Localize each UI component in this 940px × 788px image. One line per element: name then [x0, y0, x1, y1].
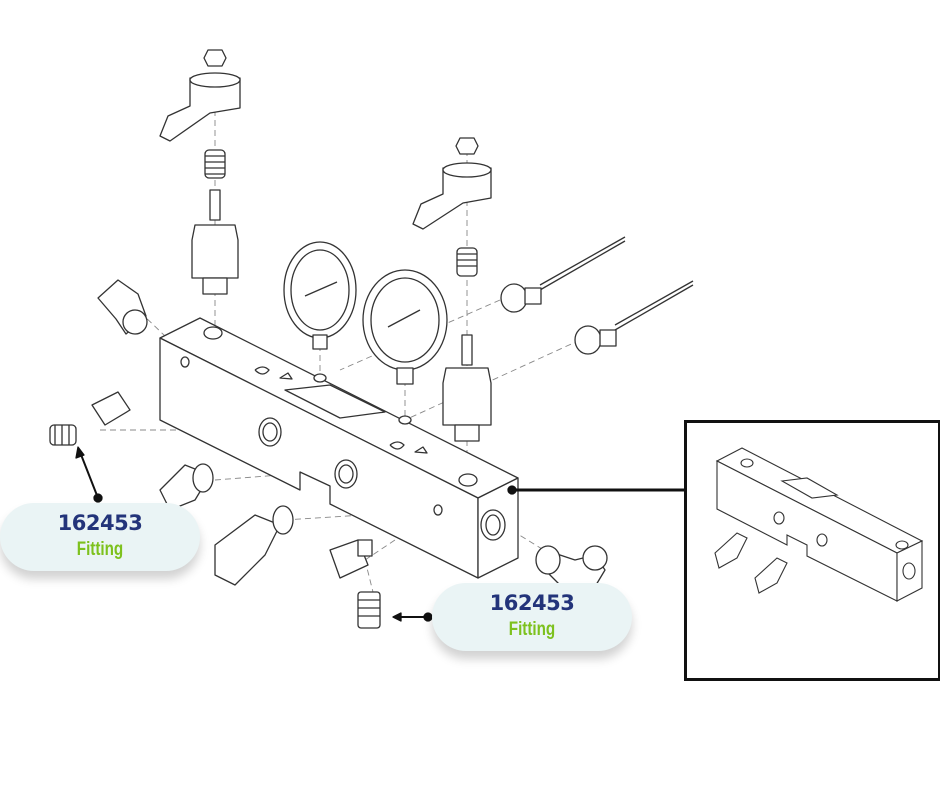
detail-inset	[684, 420, 940, 681]
left-handle-assembly	[159, 49, 241, 295]
pressure-gauge-1	[283, 241, 357, 350]
fitting-162453-bottom	[357, 591, 381, 629]
temperature-probe-2	[574, 280, 694, 355]
part-label: Fitting	[76, 539, 124, 560]
part-label: Fitting	[508, 619, 556, 640]
pressure-gauge-2	[362, 269, 448, 385]
angle-fitting-2	[214, 505, 294, 586]
inset-manifold-drawing	[714, 447, 924, 602]
part-number: 162453	[57, 511, 143, 535]
plug-fitting-bottom	[329, 539, 373, 579]
plug-fitting	[91, 391, 131, 426]
fitting-162453-left	[49, 424, 77, 446]
manifold-block	[159, 317, 519, 579]
part-number: 162453	[489, 591, 575, 615]
elbow-fitting-top-left	[97, 279, 148, 335]
right-handle-assembly	[412, 137, 492, 442]
temperature-probe-1	[500, 236, 626, 313]
callout-fitting-bottom: 162453 Fitting	[432, 583, 632, 651]
callout-fitting-left: 162453 Fitting	[0, 503, 200, 571]
leader-lines	[75, 446, 684, 622]
